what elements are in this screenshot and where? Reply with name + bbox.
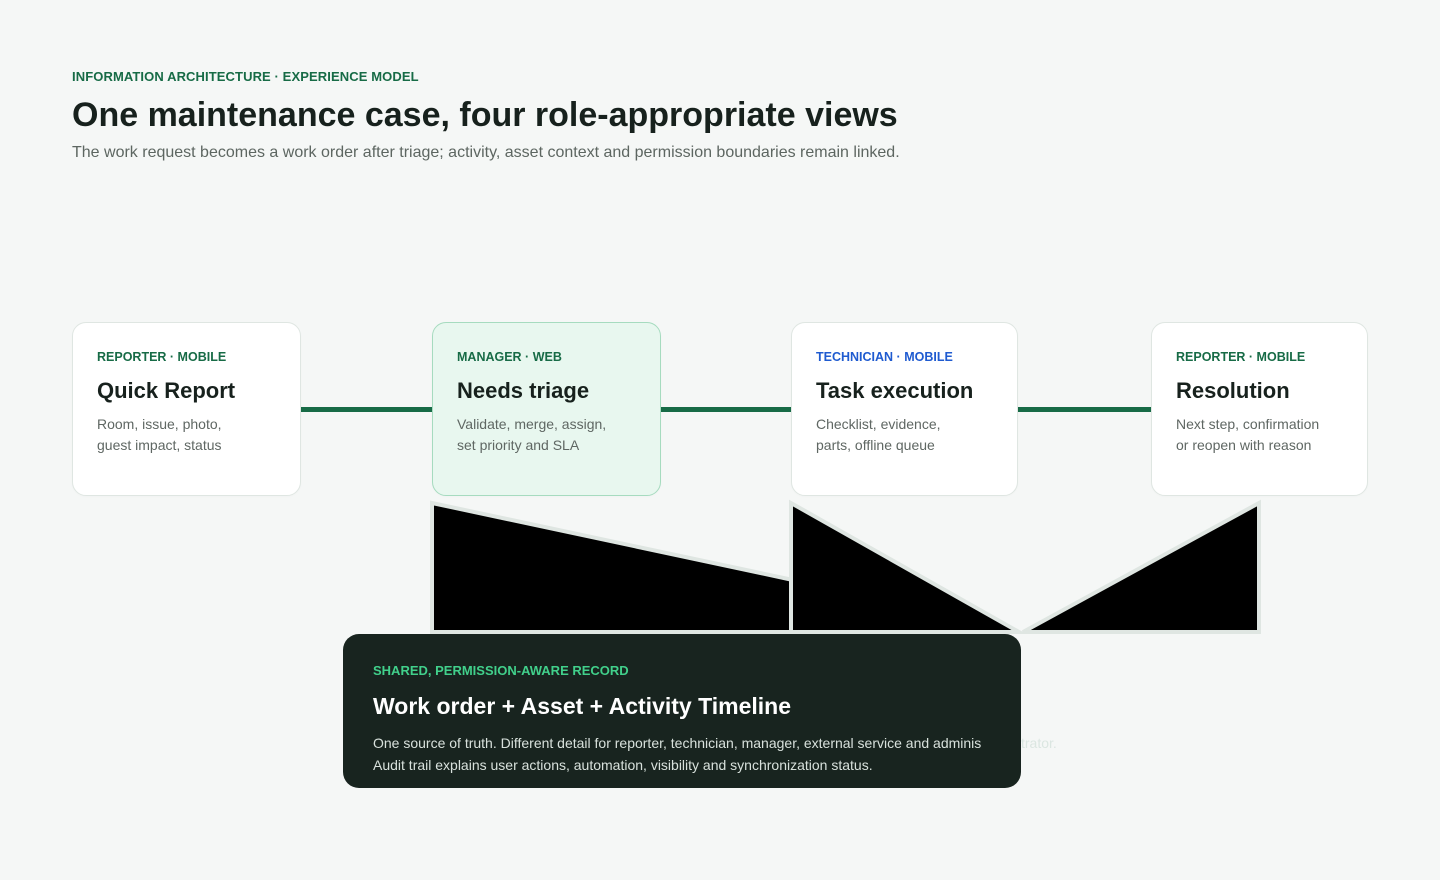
step-title: Quick Report <box>97 378 236 403</box>
step-description-line: Next step, confirmation <box>1176 416 1320 432</box>
shared-record-eyebrow: SHARED, PERMISSION-AWARE RECORD <box>373 663 629 678</box>
shared-record-description-line-2: Audit trail explains user actions, autom… <box>373 757 873 773</box>
step-description: Checklist, evidence, parts, offline queu… <box>816 414 941 456</box>
step-description: Validate, merge, assign, set priority an… <box>457 414 606 456</box>
step-description: Room, issue, photo, guest impact, status <box>97 414 222 456</box>
shared-record-card: SHARED, PERMISSION-AWARE RECORD Work ord… <box>343 634 1021 788</box>
connector-triage-to-execution <box>660 407 791 412</box>
step-description-line: Checklist, evidence, <box>816 416 941 432</box>
step-role: TECHNICIAN · MOBILE <box>816 350 953 364</box>
shared-record-overflow-text: trator. <box>1021 735 1057 751</box>
step-role: MANAGER · WEB <box>457 350 562 364</box>
execution-to-record-shape <box>789 499 1027 634</box>
page-subtitle: The work request becomes a work order af… <box>72 144 900 161</box>
step-title: Task execution <box>816 378 974 403</box>
connector-report-to-triage <box>300 407 433 412</box>
step-role: REPORTER · MOBILE <box>97 350 227 364</box>
step-role: REPORTER · MOBILE <box>1176 350 1306 364</box>
step-description-line: parts, offline queue <box>816 437 935 453</box>
connector-execution-to-resolution <box>1017 407 1151 412</box>
triage-to-record-shape <box>430 500 1020 634</box>
step-title: Resolution <box>1176 378 1290 403</box>
step-description-line: set priority and SLA <box>457 437 580 453</box>
section-eyebrow: INFORMATION ARCHITECTURE · EXPERIENCE MO… <box>72 69 419 84</box>
step-description-line: Room, issue, photo, <box>97 416 222 432</box>
shared-record-title: Work order + Asset + Activity Timeline <box>373 693 791 719</box>
step-card-resolution: REPORTER · MOBILE Resolution Next step, … <box>1151 322 1368 496</box>
resolution-to-record-shape <box>1022 499 1261 634</box>
step-description: Next step, confirmation or reopen with r… <box>1176 414 1319 456</box>
shared-record-description-line-1: One source of truth. Different detail fo… <box>373 735 982 751</box>
step-description-line: or reopen with reason <box>1176 437 1312 453</box>
step-title: Needs triage <box>457 378 590 403</box>
page-title: One maintenance case, four role-appropri… <box>72 96 898 134</box>
step-description-line: Validate, merge, assign, <box>457 416 607 432</box>
step-card-quick-report: REPORTER · MOBILE Quick Report Room, iss… <box>72 322 301 496</box>
step-card-needs-triage: MANAGER · WEB Needs triage Validate, mer… <box>432 322 661 496</box>
step-card-task-execution: TECHNICIAN · MOBILE Task execution Check… <box>791 322 1018 496</box>
step-description-line: guest impact, status <box>97 437 222 453</box>
